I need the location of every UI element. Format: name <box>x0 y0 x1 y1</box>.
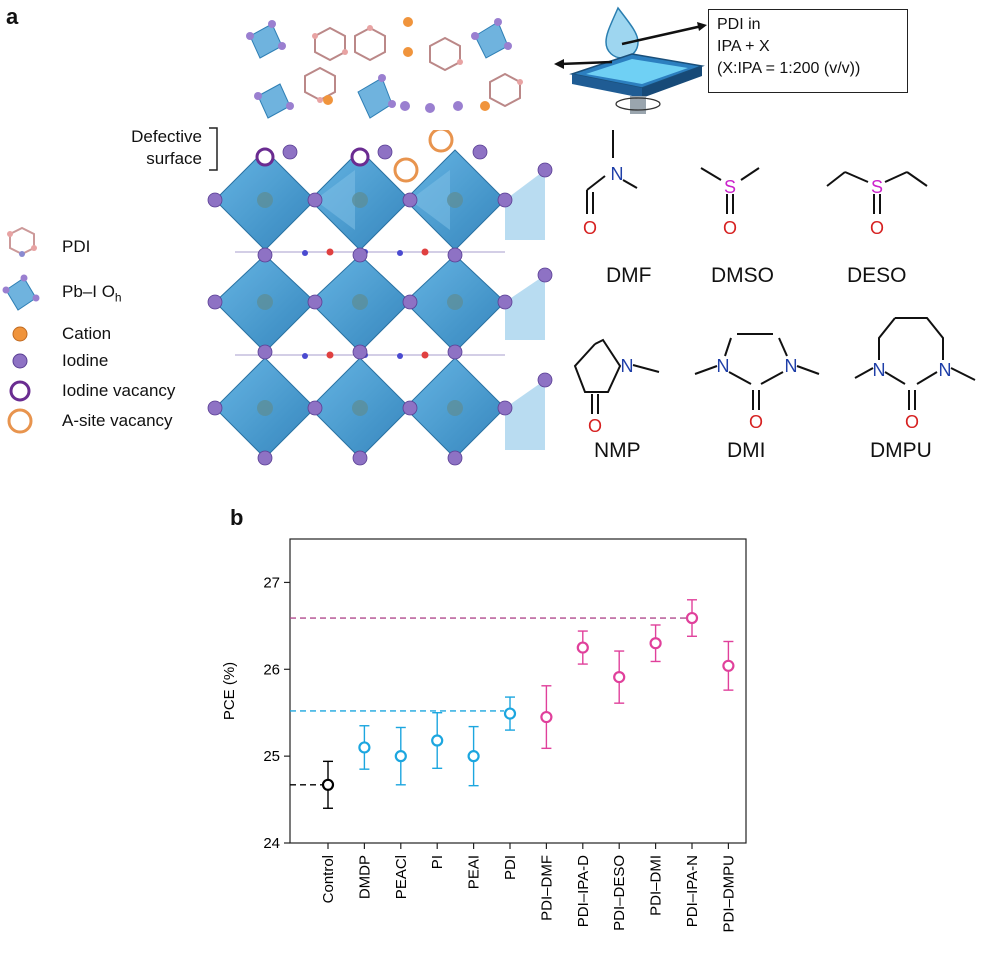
molecule-structures: N O S O S O N O N N O N N O <box>573 130 976 436</box>
process-line-1: PDI in <box>717 16 761 33</box>
dmso-atom-o: O <box>723 218 737 238</box>
octahedron-icon <box>2 274 40 311</box>
dmso-atom-s: S <box>724 177 736 197</box>
x-tick-label: PDI–DESO <box>611 855 628 931</box>
process-line-2: IPA + X <box>717 38 770 55</box>
dmi-atom-n1: N <box>717 356 730 376</box>
panel-a-letter: a <box>6 4 19 29</box>
process-box: PDI in IPA + X (X:IPA = 1:200 (v/v)) <box>708 9 908 93</box>
perovskite-lattice-illustration <box>207 130 553 466</box>
x-tick-label: PDI–DMI <box>648 855 665 916</box>
x-tick-label: PDI–IPA-D <box>575 855 592 927</box>
data-point <box>649 637 662 650</box>
data-point <box>431 734 444 747</box>
x-tick-label: Control <box>320 855 337 903</box>
process-line-3: (X:IPA = 1:200 (v/v)) <box>717 60 861 77</box>
legend-label-octahedron: Pb–I Oh <box>62 282 122 304</box>
nmp-atom-o: O <box>588 416 602 436</box>
x-tick-label: PEAI <box>466 855 483 889</box>
dmi-atom-o: O <box>749 412 763 432</box>
iodine-vacancy-ring-icon <box>9 380 31 402</box>
dmpu-atom-o: O <box>905 412 919 432</box>
x-tick-label: PDI <box>502 855 519 880</box>
floating-components-illustration <box>246 17 523 119</box>
dmf-atom-n: N <box>611 164 624 184</box>
iodine-dot-icon <box>12 353 28 369</box>
pdi-molecule-icon <box>7 226 37 257</box>
defective-surface-line-1: Defective <box>131 127 202 146</box>
spin-coater-illustration <box>554 6 707 114</box>
y-tick-label: 25 <box>263 748 280 765</box>
y-tick-label: 27 <box>263 574 280 591</box>
dmi-atom-n2: N <box>785 356 798 376</box>
molecule-name-dmso: DMSO <box>711 264 774 287</box>
octahedron-icon <box>249 21 509 119</box>
legend-label-a-site-vacancy: A-site vacancy <box>62 411 173 430</box>
y-tick-label: 26 <box>263 661 280 678</box>
defective-surface-label: Defective surface <box>100 126 202 170</box>
data-point <box>613 671 626 684</box>
data-point <box>576 641 589 654</box>
cation-dot-icon <box>12 326 28 342</box>
x-tick-label: PDI–DMF <box>538 855 555 921</box>
molecule-name-dmpu: DMPU <box>870 439 932 462</box>
defective-surface-line-2: surface <box>146 149 202 168</box>
data-point <box>467 750 480 763</box>
legend-label-pdi: PDI <box>62 237 91 256</box>
plot-frame <box>289 538 747 844</box>
dmf-atom-o: O <box>583 218 597 238</box>
legend-label-iodine: Iodine <box>62 351 109 370</box>
data-point <box>540 710 553 724</box>
a-site-vacancy-ring-icon <box>7 408 33 434</box>
dmpu-atom-n2: N <box>939 360 952 380</box>
molecule-name-dmi: DMI <box>727 439 766 462</box>
data-point <box>722 659 735 672</box>
data-point <box>503 707 517 720</box>
data-point <box>685 611 699 625</box>
data-point <box>394 750 407 763</box>
dmpu-atom-n1: N <box>873 360 886 380</box>
legend-label-octahedron-text: Pb–I O <box>62 282 115 301</box>
y-axis-label: PCE (%) <box>221 662 238 720</box>
legend-label-cation: Cation <box>62 324 112 343</box>
data-point <box>321 778 335 791</box>
x-tick-label: PI <box>429 855 446 869</box>
y-tick-label: 24 <box>263 835 280 852</box>
x-tick-label: PDI–IPA-N <box>684 855 701 927</box>
data-point <box>358 741 371 754</box>
deso-atom-s: S <box>871 177 883 197</box>
molecule-name-deso: DESO <box>847 264 907 287</box>
molecule-name-dmf: DMF <box>606 264 652 287</box>
x-tick-label: DMDP <box>356 855 373 899</box>
legend-label-octahedron-sub: h <box>114 290 122 305</box>
deso-atom-o: O <box>870 218 884 238</box>
x-tick-label: PEACl <box>393 855 410 899</box>
molecule-name-nmp: NMP <box>594 439 641 462</box>
legend-icons <box>2 226 40 434</box>
defective-surface-bracket <box>209 127 218 171</box>
x-tick-label: PDI–DMPU <box>720 855 737 933</box>
panel-b-letter: b <box>230 505 244 530</box>
legend-label-iodine-vacancy: Iodine vacancy <box>62 381 176 400</box>
nmp-atom-n: N <box>621 356 634 376</box>
